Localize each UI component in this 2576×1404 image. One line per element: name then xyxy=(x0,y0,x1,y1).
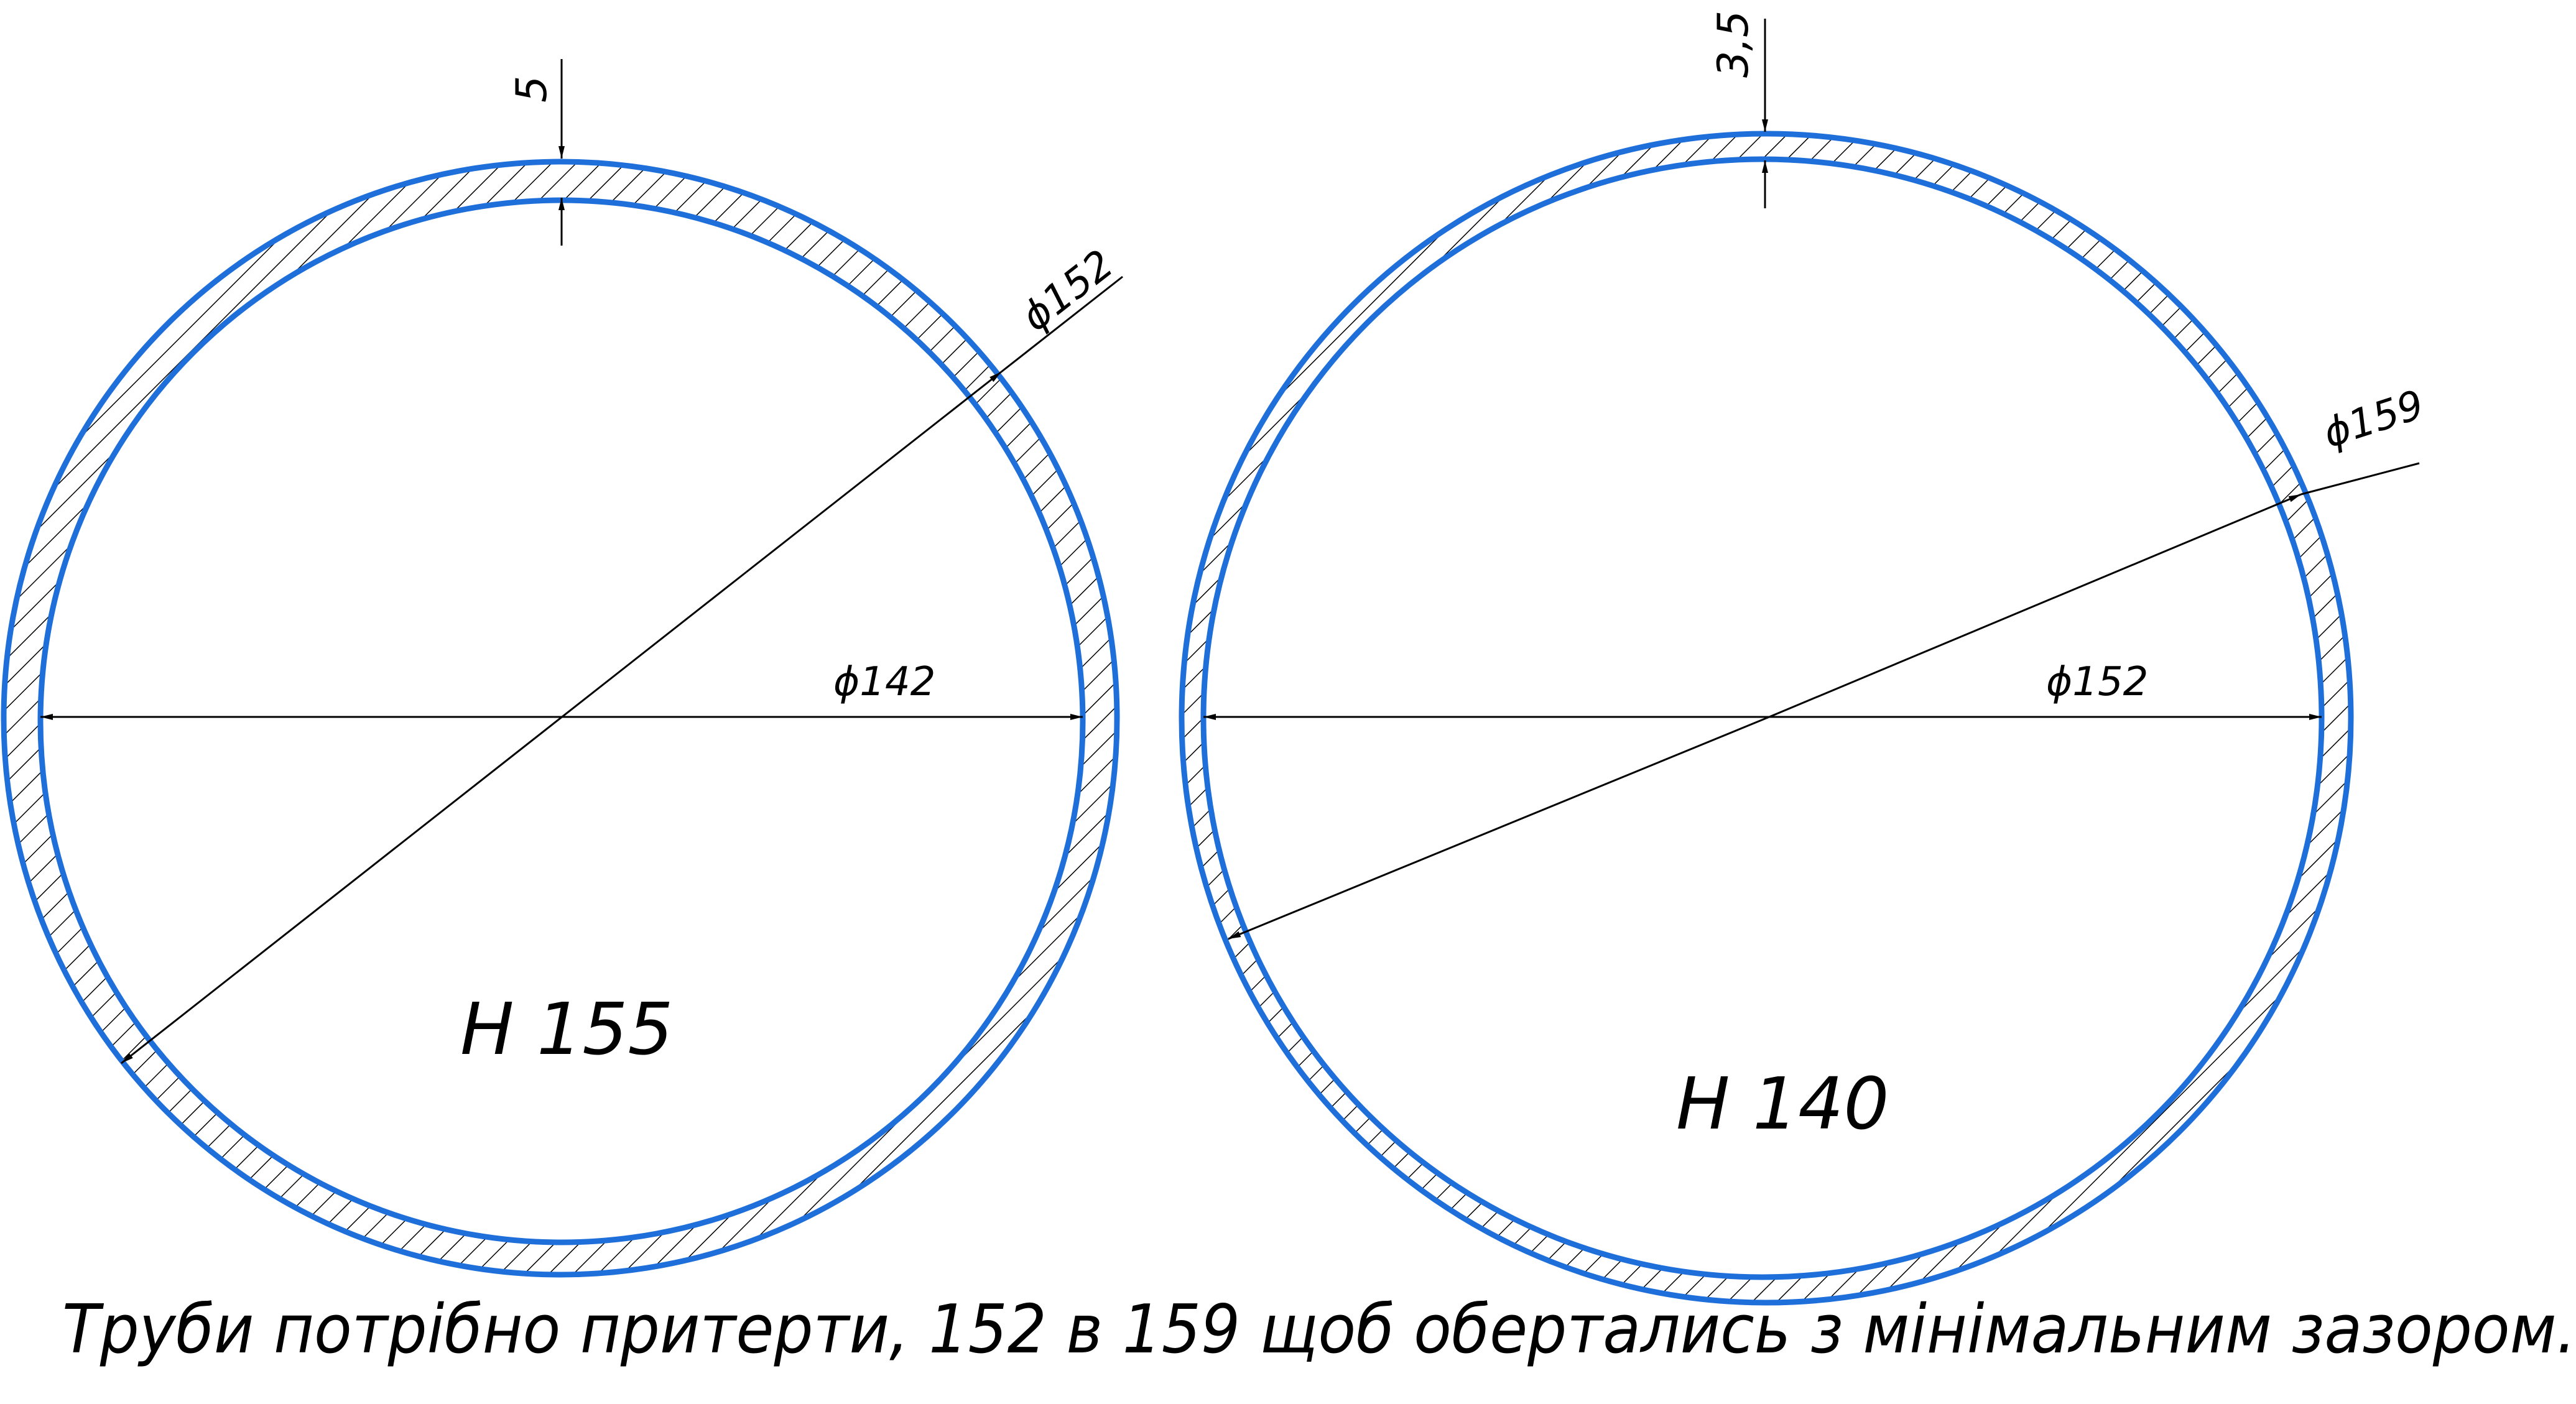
pipe-left-outer-contour xyxy=(1,159,1120,1278)
pipe-left-inner-diameter-label: ϕ142 xyxy=(833,659,935,705)
pipe-right-thickness-label: 3,5 xyxy=(1709,11,1758,78)
pipe-right-thickness-dimension: 3,5 xyxy=(1709,11,1768,208)
pipe-right-inner-diameter-label: ϕ152 xyxy=(2046,659,2148,705)
pipe-left: 5 ϕ152 ϕ142 H 155 xyxy=(1,59,1123,1278)
pipe-right: 3,5 ϕ159 ϕ152 H 140 xyxy=(1179,11,2429,1306)
pipe-left-thickness-dimension: 5 xyxy=(507,59,565,246)
drawing-caption: Труби потрібно притерти, 152 в 159 щоб о… xyxy=(62,1291,2576,1369)
pipe-left-label: H 155 xyxy=(460,988,674,1071)
pipe-right-label: H 140 xyxy=(1676,1063,1889,1146)
technical-drawing: 5 ϕ152 ϕ142 H 155 xyxy=(1,11,2429,1306)
pipe-right-outer-diameter-label: ϕ159 xyxy=(2318,382,2429,457)
pipe-left-inner-diameter-dimension: ϕ142 xyxy=(40,659,1083,720)
drawing-sheet: 5 ϕ152 ϕ142 H 155 xyxy=(1,10,2576,1364)
pipe-right-outer-contour xyxy=(1179,131,2354,1306)
pipe-right-outer-diameter-dimension: ϕ159 xyxy=(1228,382,2429,940)
pipe-right-inner-diameter-dimension: ϕ152 xyxy=(1203,659,2322,720)
pipe-left-thickness-label: 5 xyxy=(507,76,557,103)
pipe-left-inner-contour xyxy=(37,197,1086,1245)
